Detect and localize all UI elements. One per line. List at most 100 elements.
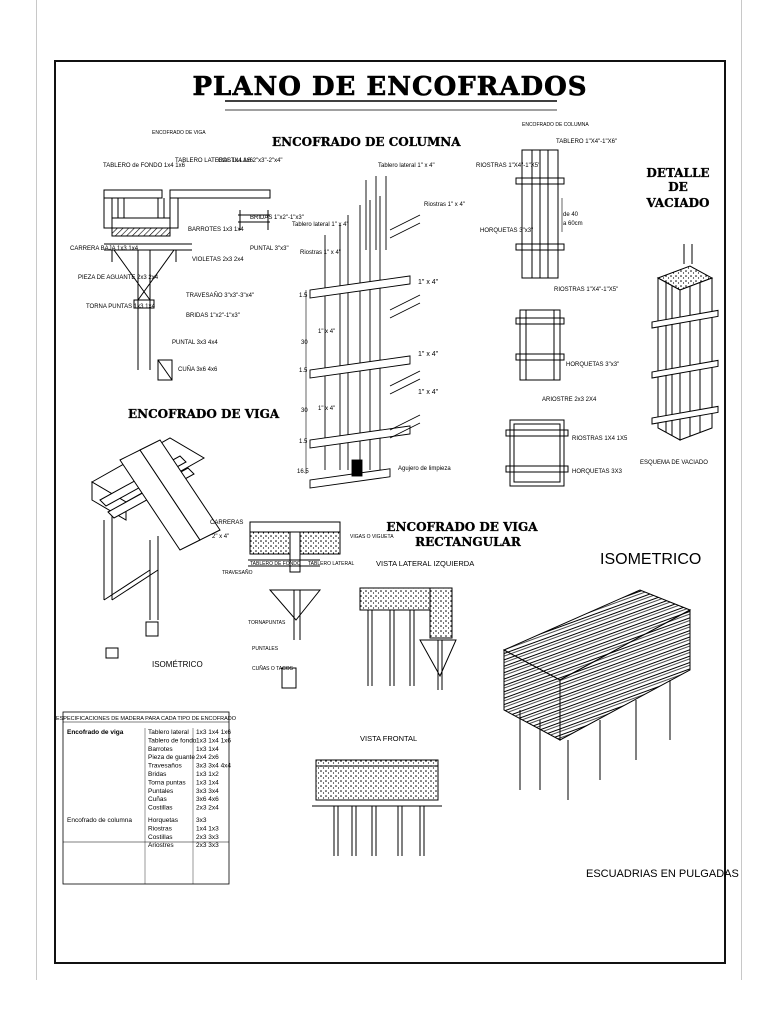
label-torna-puntas: TORNA PUNTAS 1x3 1x4	[86, 304, 155, 310]
label-isometrico-large: ISOMETRICO	[600, 551, 701, 568]
label-esquema-vaciado: ESQUEMA DE VACIADO	[640, 460, 708, 466]
section-title-vaciado: VACIADO	[645, 196, 709, 210]
columna-labels: Tablero lateral 1" x 4" Tablero lateral …	[292, 163, 465, 475]
label-carreras-size: 2" x 4"	[212, 534, 229, 540]
label-tornapuntas: TORNAPUNTAS	[248, 620, 286, 626]
label-encofrado-de-viga: ENCOFRADO DE VIGA	[152, 130, 206, 136]
dim-3: 1.5	[299, 368, 308, 374]
table-cell-item: Cuñas	[148, 796, 168, 803]
table-cell-size: 3x6 4x6	[196, 796, 219, 803]
table-cell-item: Horquetas	[148, 817, 179, 824]
label-isometrico-viga: ISOMÉTRICO	[152, 660, 203, 669]
label-horquetas-top: HORQUETAS 3"x3"	[480, 228, 533, 234]
label-travesano: TRAVESAÑO 3"x3"-3"x4"	[186, 292, 254, 299]
label-riostras-mid: RIOSTRAS 1"X4"-1"X5"	[554, 287, 618, 293]
label-puntal-top: PUNTAL 3"x3"	[250, 246, 289, 252]
table-cell-item: Travesaños	[148, 763, 182, 770]
drawing-sheet-border	[54, 60, 726, 964]
label-riostras-a: Riostras 1" x 4"	[424, 202, 465, 208]
dim-2: 30	[301, 340, 308, 346]
label-tablero-fondo-viga: TABLERO DE FONDO	[250, 561, 301, 567]
viga-rect-title: ENCOFRADO DE VIGA RECTANGULAR	[386, 520, 538, 549]
table-cell-item: Tablero lateral	[148, 729, 189, 736]
table-cell-item: Barrotes	[148, 746, 173, 753]
label-carreras: CARRERAS	[210, 520, 243, 526]
label-vista-frontal: VISTA FRONTAL	[360, 734, 417, 743]
label-travesano-viga: TRAVESAÑO	[222, 569, 253, 576]
label-riostras-low: RIOSTRAS 1X4 1X5	[572, 436, 628, 442]
page-title: PLANO DE ENCOFRADOS	[192, 72, 587, 102]
table-cell-size: 2x3 2x4	[196, 805, 219, 812]
section-title-viga: ENCOFRADO DE VIGA	[128, 407, 280, 421]
label-tablero-fondo: TABLERO de FONDO 1x4 1x6	[103, 163, 186, 169]
label-a-60cm: a 60cm	[563, 221, 583, 227]
page-edge-left	[36, 0, 37, 980]
label-tablero-lateral-b: Tablero lateral 1" x 4"	[292, 222, 349, 228]
table-cell-size: 3x3	[196, 817, 207, 824]
label-agujero-limpieza: Agujero de limpieza	[398, 466, 451, 472]
section-title-de: DE	[668, 180, 688, 194]
table-cell-item: Torna puntas	[148, 779, 186, 786]
label-carrera-baja: CARRERA BAJA 1x3 1x4	[70, 246, 139, 252]
table-cell-item: Puntales	[148, 788, 174, 795]
section-title-viga-rect-1: ENCOFRADO DE VIGA	[386, 520, 538, 534]
label-barrotes: BARROTES 1x3 1x4	[188, 227, 244, 233]
label-1x4-a: 1" x 4"	[418, 279, 439, 286]
table-cell-item: Ariostres	[148, 842, 174, 849]
label-1x4-e: 1" x 4"	[418, 389, 439, 396]
label-puntales: PUNTALES	[252, 646, 279, 652]
page-edge-right	[741, 0, 742, 980]
table-cell-size: 1x3 1x4 1x6	[196, 737, 231, 744]
dim-6: 16.5	[297, 469, 309, 475]
table-cell-item: Costillas	[148, 834, 173, 841]
table-group-name: Encofrado de viga	[67, 729, 124, 736]
label-1x4-d: 1" x 4"	[318, 406, 335, 412]
label-riostras-b: Riostras 1" x 4"	[300, 250, 341, 256]
table-cell-item: Tablero de fondo	[148, 737, 197, 744]
label-ariostre: ARIOSTRE 2x3 2X4	[542, 397, 597, 403]
columna-iso-drawing	[305, 176, 421, 489]
label-cunas: CUÑAS O TACOS	[252, 665, 294, 672]
label-1x4-b: 1" x 4"	[318, 329, 335, 335]
label-bridas-top: BRIDAS 1"x2"-1"x3"	[250, 215, 304, 221]
label-horquetas-mid: HORQUETAS 3"x3"	[566, 362, 619, 368]
table-cell-size: 2x3 3x3	[196, 834, 219, 841]
viga-cross-section	[103, 189, 271, 381]
table-cell-item: Costillas	[148, 805, 173, 812]
label-bridas-low: BRIDAS 1"x2"-1"x3"	[186, 313, 240, 319]
table-cell-size: 2x3 3x3	[196, 842, 219, 849]
table-cell-size: 1x3 1x4 1x6	[196, 729, 231, 736]
label-de-40: de 40	[563, 212, 579, 218]
viga-center-labels: CARRERAS 2" x 4" TABLERO DE FONDO TABLER…	[210, 520, 394, 672]
viga-center-section	[248, 521, 341, 689]
detalle-vaciado-title: DETALLE DE VACIADO	[645, 166, 709, 210]
label-escuadrias: ESCUADRIAS EN PULGADAS	[586, 868, 739, 880]
label-costillas: COSTILLAS 2"x3"-2"x4"	[218, 158, 283, 164]
table-cell-size: 2x4 2x6	[196, 754, 219, 761]
label-puntal-low: PUNTAL 3x3 4x4	[172, 340, 218, 346]
dim-4: 30	[301, 408, 308, 414]
section-title-columna: ENCOFRADO DE COLUMNA	[272, 135, 461, 149]
viga-iso-drawing	[90, 437, 221, 659]
viga-cross-section-labels: ENCOFRADO DE VIGA TABLERO de FONDO 1x4 1…	[70, 130, 304, 373]
detalle-vaciado-drawing	[651, 244, 719, 441]
label-tablero-lateral: TABLERO LATERAL 1x4 1x6	[175, 158, 254, 164]
table-cell-item: Pieza de guante	[148, 754, 195, 761]
table-cell-size: 1x3 1x4	[196, 746, 219, 753]
table-caption: ESPECIFICACIONES DE MADERA PARA CADA TIP…	[56, 716, 237, 722]
label-cuna: CUÑA 3x6 4x6	[178, 366, 218, 373]
section-title-viga-rect-2: RECTANGULAR	[415, 535, 522, 549]
label-riostras-top: RIOSTRAS 1"X4"-1"X5"	[476, 163, 540, 169]
dim-1: 1.5	[299, 293, 308, 299]
vista-lateral-drawing	[359, 587, 457, 690]
isometrico-large-drawing	[502, 589, 692, 800]
label-pieza-aguante: PIEZA DE AGUANTE 2x3 2x4	[78, 275, 159, 281]
table-cell-size: 1x3 1x2	[196, 771, 219, 778]
label-viga-soquete: VIGAS O VIGUETA	[350, 534, 394, 540]
table-cell-size: 3x3 3x4 4x4	[196, 763, 231, 770]
section-title-detalle: DETALLE	[646, 166, 709, 180]
table-cell-size: 1x4 1x3	[196, 825, 219, 832]
label-columna-detail-header: ENCOFRADO DE COLUMNA	[522, 122, 589, 128]
title-block: PLANO DE ENCOFRADOS	[192, 72, 587, 111]
